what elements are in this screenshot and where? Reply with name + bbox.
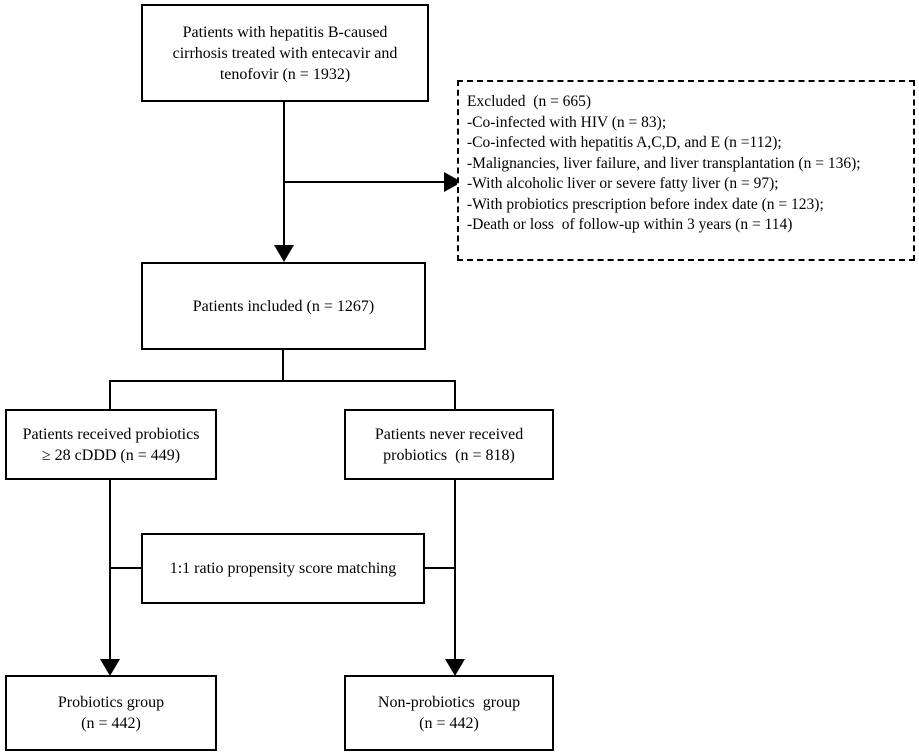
excluded-line-1: Excluded (n = 665) <box>467 93 592 110</box>
box-propensity-matching: 1:1 ratio propensity score matching <box>141 533 425 604</box>
box-propensity-matching-line-1: 1:1 ratio propensity score matching <box>169 560 397 577</box>
box-probiotics-group: Probiotics group (n = 442) <box>5 675 217 751</box>
excluded-line-2: -Co-infected with HIV (n = 83); <box>467 113 667 131</box>
box-initial-cohort: Patients with hepatitis B-caused cirrhos… <box>141 4 429 102</box>
box-excluded: Excluded (n = 665) -Co-infected with HIV… <box>457 80 915 261</box>
excluded-line-6: -With probiotics prescription before ind… <box>467 195 824 213</box>
box-patients-included: Patients included (n = 1267) <box>141 262 426 350</box>
box-received-probiotics: Patients received probiotics ≥ 28 cDDD (… <box>5 409 217 480</box>
box-received-probiotics-line-1: Patients received probiotics <box>22 425 200 443</box>
box-never-received-line-2: probiotics (n = 818) <box>383 446 515 464</box>
excluded-line-7: -Death or loss of follow-up within 3 yea… <box>467 216 793 233</box>
box-never-received-line-1: Patients never received <box>374 425 524 443</box>
box-received-probiotics-line-2: ≥ 28 cDDD (n = 449) <box>41 446 181 464</box>
arrowhead-to-probiotics-group <box>100 659 120 676</box>
box-initial-cohort-line-1: Patients with hepatitis B-caused <box>182 23 388 41</box>
excluded-line-5: -With alcoholic liver or severe fatty li… <box>467 175 779 192</box>
arrowhead-to-included <box>274 245 294 262</box>
box-probiotics-group-line-1: Probiotics group <box>57 694 165 711</box>
box-non-probiotics-group: Non-probiotics group (n = 442) <box>344 675 554 751</box>
box-non-probiotics-group-line-2: (n = 442) <box>419 715 479 732</box>
box-non-probiotics-group-line-1: Non-probiotics group <box>377 694 521 711</box>
box-initial-cohort-line-2: cirrhosis treated with entecavir and <box>172 44 398 62</box>
box-initial-cohort-line-3: tenofovir (n = 1932) <box>219 65 351 83</box>
arrowhead-to-non-probiotics-group <box>445 659 465 676</box>
arrowhead-to-excluded <box>444 172 462 192</box>
excluded-line-3: -Co-infected with hepatitis A,C,D, and E… <box>467 134 782 151</box>
box-probiotics-group-line-2: (n = 442) <box>81 715 141 732</box>
box-patients-included-line-1: Patients included (n = 1267) <box>192 297 375 315</box>
excluded-line-4: -Malignancies, liver failure, and liver … <box>467 154 861 172</box>
box-never-received: Patients never received probiotics (n = … <box>344 409 554 480</box>
